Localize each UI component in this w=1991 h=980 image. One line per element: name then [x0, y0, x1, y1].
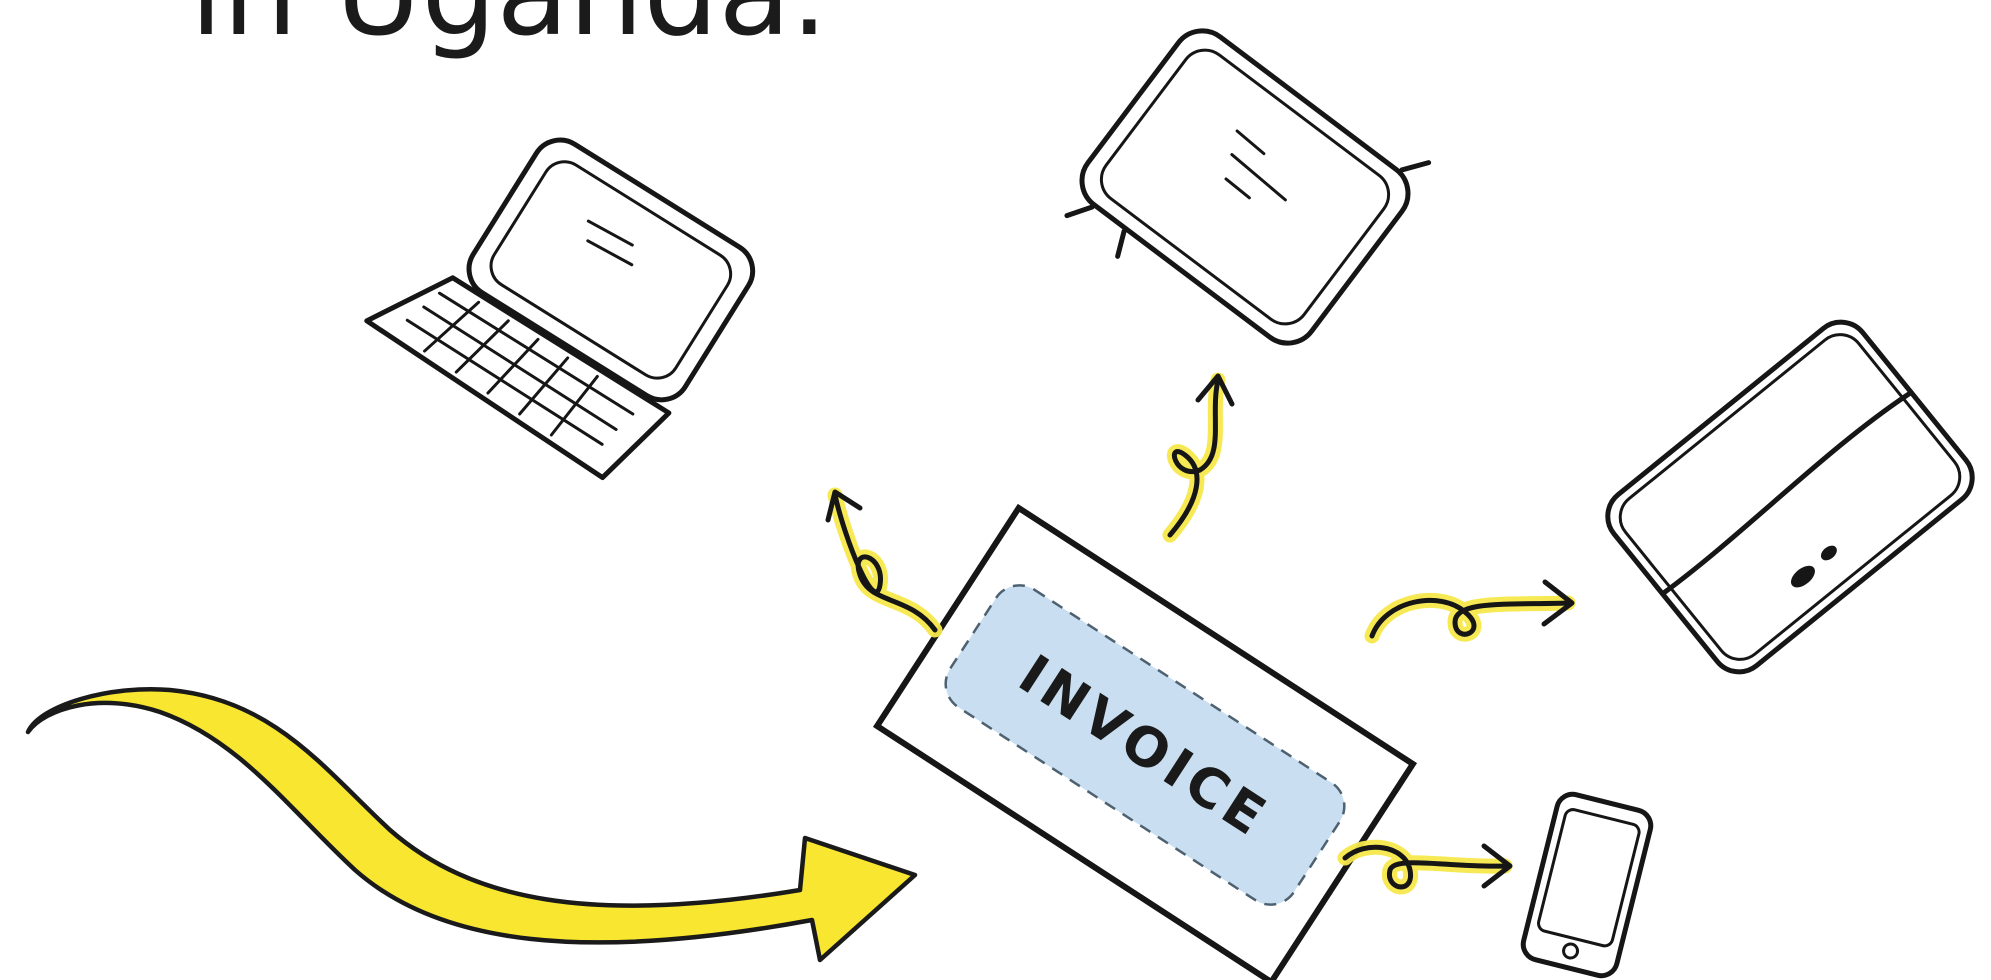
small-arrow-icon	[1372, 582, 1572, 636]
small-arrow-icon	[1345, 846, 1510, 887]
tablet-icon	[1054, 0, 1435, 377]
large-arrow-icon	[28, 689, 915, 960]
small-arrow-icon	[828, 492, 935, 630]
wallet-icon	[1596, 311, 1983, 683]
small-arrow-icon	[1170, 376, 1232, 535]
phone-icon	[1520, 791, 1654, 979]
laptop-icon	[363, 100, 764, 489]
invoice-icon: INVOICE	[877, 508, 1413, 980]
